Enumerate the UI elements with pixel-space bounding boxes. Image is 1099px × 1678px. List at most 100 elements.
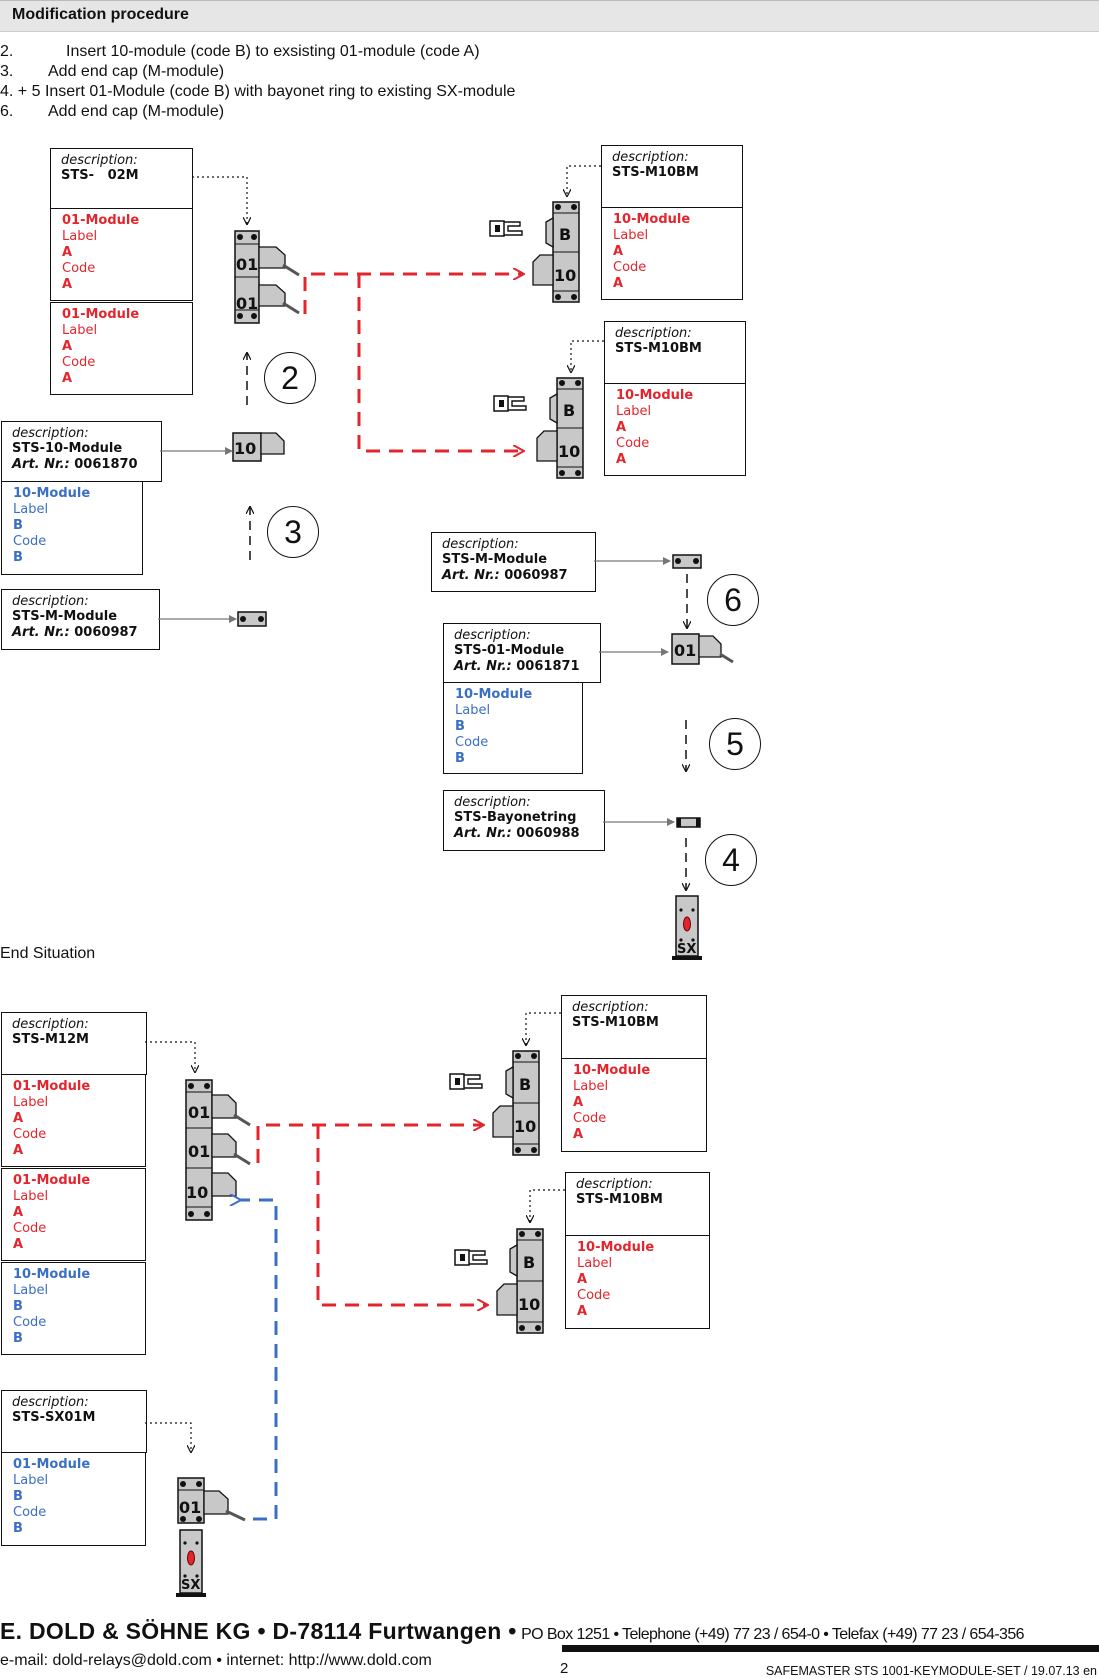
module-info-10-a: 10-Module Label A Code A	[561, 1058, 707, 1152]
description-box-sts-m10bm: description: STS-M10BM	[565, 1172, 710, 1236]
module-mark-b: B	[523, 1253, 535, 1272]
step-item: 6. Add end cap (M-module)	[0, 102, 515, 122]
code-caption: Code	[62, 355, 96, 370]
part-name: STS-10-Module	[12, 441, 123, 456]
module-info-10-a: 10-Module Label A Code A	[604, 383, 746, 476]
code-value: A	[62, 277, 73, 292]
description-label: description:	[12, 426, 89, 441]
step-number: 3.	[0, 63, 14, 80]
art-number-prefix: Art. Nr.:	[12, 625, 70, 640]
section-header: Modification procedure	[0, 0, 1099, 32]
code-value: B	[13, 1521, 23, 1536]
step-callout-6: 6	[707, 574, 759, 626]
module-stack-m10bm: B 10	[536, 377, 584, 479]
part-name: STS-Bayonetring	[454, 810, 577, 825]
label-value: A	[613, 244, 624, 259]
step-callout-3: 3	[267, 506, 319, 558]
label-caption: Label	[616, 404, 652, 419]
art-number-prefix: Art. Nr.:	[454, 659, 512, 674]
label-caption: Label	[13, 1283, 49, 1298]
part-name: STS-M-Module	[12, 609, 118, 624]
module-title: 10-Module	[13, 486, 91, 501]
code-value: B	[13, 550, 23, 565]
blue-connection-line	[240, 1200, 278, 1521]
part-name: STS-M10BM	[612, 165, 699, 180]
module-title: 01-Module	[62, 307, 140, 322]
module-mark-01: 01	[674, 641, 696, 660]
description-box-sts-10-module: description: STS-10-Module Art. Nr.: 006…	[1, 421, 162, 482]
description-label: description:	[454, 628, 531, 643]
label-caption: Label	[13, 1095, 49, 1110]
company-name: E. DOLD & SÖHNE KG • D-78114 Furtwangen …	[0, 1618, 517, 1644]
description-label: description:	[442, 537, 519, 552]
description-box-sts-01-module: description: STS-01-Module Art. Nr.: 006…	[443, 623, 601, 683]
module-01-single: 01	[671, 633, 734, 665]
footer-company-line: E. DOLD & SÖHNE KG • D-78114 Furtwangen …	[0, 1618, 1099, 1645]
module-info-10-a: 10-Module Label A Code A	[565, 1235, 710, 1329]
label-caption: Label	[13, 1473, 49, 1488]
code-value: A	[573, 1127, 584, 1142]
description-label: description:	[612, 150, 689, 165]
module-title: 01-Module	[13, 1457, 91, 1472]
module-mark-b: B	[519, 1075, 531, 1094]
code-caption: Code	[13, 1221, 47, 1236]
step-list: 2. Insert 10-module (code B) to exsisting…	[0, 42, 515, 122]
step-callout-4: 4	[705, 834, 757, 886]
art-number: 0060987	[74, 625, 138, 640]
part-name: STS-M-Module	[442, 552, 548, 567]
description-box-sts-m10bm: description: STS-M10BM	[601, 145, 743, 208]
module-mark-10: 10	[514, 1117, 536, 1136]
label-caption: Label	[13, 502, 49, 517]
description-label: description:	[572, 1000, 649, 1015]
part-name: STS- 02M	[61, 168, 139, 183]
label-caption: Label	[577, 1256, 613, 1271]
description-label: description:	[615, 326, 692, 341]
module-mark-sx: SX	[677, 942, 696, 957]
module-mark-b: B	[563, 401, 575, 420]
module-info-10-a: 10-Module Label A Code A	[601, 207, 743, 300]
code-caption: Code	[577, 1288, 611, 1303]
description-label: description:	[61, 153, 138, 168]
art-number: 0060988	[516, 826, 580, 841]
code-caption: Code	[62, 261, 96, 276]
red-connection-lines	[256, 1125, 487, 1305]
step-number: 2.	[0, 43, 14, 60]
module-info-01-a: 01-Module Label A Code A	[50, 302, 193, 395]
module-title: 10-Module	[455, 687, 533, 702]
label-caption: Label	[62, 323, 98, 338]
document-reference: SAFEMASTER STS 1001-KEYMODULE-SET / 19.0…	[765, 1664, 1097, 1678]
label-value: B	[455, 719, 465, 734]
description-box-sts-m12m: description: STS-M12M	[1, 1012, 147, 1075]
code-caption: Code	[616, 436, 650, 451]
description-label: description:	[454, 795, 531, 810]
label-caption: Label	[455, 703, 491, 718]
module-stack-sx01m: 01 SX	[176, 1477, 246, 1597]
step-text: Add end cap (M-module)	[48, 103, 225, 120]
part-name: STS-M10BM	[572, 1015, 659, 1030]
part-name: STS-M10BM	[615, 341, 702, 356]
label-value: B	[13, 1489, 23, 1504]
module-stack-m10bm: B 10	[532, 201, 580, 303]
module-mark-01: 01	[236, 255, 258, 274]
code-caption: Code	[573, 1111, 607, 1126]
label-caption: Label	[13, 1189, 49, 1204]
description-box-sts-02m: description: STS- 02M	[50, 148, 193, 209]
module-title: 10-Module	[13, 1267, 91, 1282]
description-label: description:	[12, 594, 89, 609]
module-info-10-b: 10-Module Label B Code B	[1, 481, 143, 575]
module-title: 01-Module	[62, 213, 140, 228]
module-title: 01-Module	[13, 1173, 91, 1188]
step-text: Insert 10-module (code B) to exsisting 0…	[66, 43, 480, 60]
module-mark-sx: SX	[181, 1578, 200, 1593]
module-mark-10: 10	[234, 439, 256, 458]
end-situation-label: End Situation	[0, 945, 96, 962]
module-mark-01: 01	[188, 1142, 210, 1161]
end-cap-m-module	[672, 554, 702, 569]
red-connection-lines	[303, 274, 523, 451]
code-value: B	[455, 751, 465, 766]
label-value: A	[13, 1205, 24, 1220]
code-value: A	[13, 1143, 24, 1158]
step-number: 6.	[0, 103, 14, 120]
label-value: A	[13, 1111, 24, 1126]
